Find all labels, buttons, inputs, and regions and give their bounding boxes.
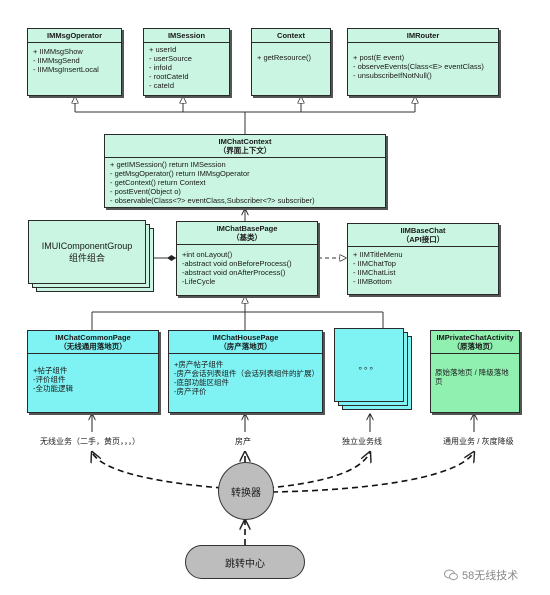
member-line: - getContext() return Context (110, 178, 206, 187)
component-group-box: IMUIComponentGroup 组件组合 (28, 220, 146, 284)
class-name: IMChatContext (218, 137, 272, 146)
member-line: - observeEvents(Class<E> eventClass) (353, 62, 484, 71)
member-line: - infoId (149, 63, 172, 72)
member-line: -全功能逻辑 (33, 384, 73, 393)
member-line: + IIMTitleMenu (353, 250, 403, 259)
member-line: -abstract void onBeforeProcess() (182, 259, 292, 268)
box-title: IMChatBasePage （基类） (177, 222, 317, 245)
member-line: - postEvent(Object o) (110, 187, 181, 196)
wechat-icon (444, 569, 458, 581)
flow-label-house: 房产 (235, 437, 251, 446)
watermark: 58无线技术 (444, 567, 518, 583)
box-title: IMRouter (348, 29, 498, 43)
flow-label-independent: 独立业务线 (342, 437, 382, 446)
ellipsis-text: 。。。 (358, 360, 380, 371)
member-line: -评价组件 (33, 375, 66, 384)
member-line: -abstract void onAfterProcess() (182, 268, 286, 277)
member-line: - unsubscribeIfNotNull() (353, 71, 432, 80)
class-name: IMChatHousePage (212, 333, 279, 342)
class-subtitle: （界面上下文） (218, 146, 272, 155)
member-line: - cateId (149, 81, 175, 90)
box-title: IMMsgOperator (28, 29, 121, 43)
member-line: - IIMMsgSend (33, 56, 80, 65)
class-subtitle: （基类） (232, 233, 262, 242)
box-title: IMChatHousePage （房产落地页） (169, 331, 322, 354)
imchathousepage-box: IMChatHousePage （房产落地页） +房产帖子组件 -房产会话列表组… (168, 330, 323, 413)
member-line: -房产会话列表组件（会话列表组件的扩展） (174, 369, 319, 378)
imsession-box: IMSession + userId - userSource - infoId… (143, 28, 230, 96)
member-line: -底部功能区组件 (174, 378, 229, 387)
box-title: IMChatContext （界面上下文） (105, 135, 385, 158)
member-line: + getResource() (257, 53, 311, 62)
flow-label-general: 通用业务 / 灰度降级 (443, 437, 514, 446)
context-box: Context + getResource() (251, 28, 331, 96)
converter-label: 转换器 (231, 487, 261, 499)
member-line: - IIMChatTop (353, 259, 396, 268)
member-line: - observable(Class<?> eventClass,Subscri… (110, 196, 315, 205)
watermark-text: 58无线技术 (462, 570, 519, 582)
member-line: - IIMMsgInsertLocal (33, 65, 99, 74)
interface-name: IIMBaseChat (400, 226, 446, 235)
member-line: +帖子组件 (33, 366, 68, 375)
member-line: - getMsgOperator() return IMMsgOperator (110, 169, 250, 178)
flow-label-wireless: 无线业务（二手，黄页，，，） (40, 437, 140, 446)
member-line: + getIMSession() return IMSession (110, 160, 226, 169)
class-name: IMPrivateChatActivity (436, 333, 514, 342)
box-title: IMSession (144, 29, 229, 43)
member-line: 原始落地页 / 降级落地页 (435, 368, 509, 386)
converter-node: 转换器 (218, 462, 274, 520)
member-line: - IIMChatList (353, 268, 396, 277)
interface-subtitle: （API接口） (401, 235, 445, 244)
imchatcontext-box: IMChatContext （界面上下文） + getIMSession() r… (104, 134, 386, 208)
box-title: IMChatCommonPage （无线通用落地页） (28, 331, 158, 354)
member-line: + IIMMsgShow (33, 47, 83, 56)
member-line: - rootCateId (149, 72, 189, 81)
imprivatechatactivity-box: IMPrivateChatActivity （原落地页） 原始落地页 / 降级落… (430, 330, 520, 413)
component-group-subtitle: 组件组合 (68, 253, 105, 263)
class-subtitle: （无线通用落地页） (59, 342, 127, 351)
class-subtitle: （原落地页） (452, 342, 498, 351)
immsgoperator-box: IMMsgOperator + IIMMsgShow - IIMMsgSend … (27, 28, 122, 96)
box-title: IIMBaseChat （API接口） (348, 224, 498, 247)
member-line: +int onLayout() (182, 250, 233, 259)
box-title: IMPrivateChatActivity （原落地页） (431, 331, 519, 354)
more-pages-box: 。。。 (334, 328, 404, 402)
class-subtitle: （房产落地页） (219, 342, 272, 351)
jump-center-node: 跳转中心 (185, 545, 305, 579)
class-name: IMChatCommonPage (55, 333, 131, 342)
member-line: -房产评价 (174, 387, 207, 396)
class-name: IMChatBasePage (216, 224, 278, 233)
iimbasechat-box: IIMBaseChat （API接口） + IIMTitleMenu - IIM… (347, 223, 499, 295)
box-title: Context (252, 29, 330, 43)
imrouter-box: IMRouter + post(E event) - observeEvents… (347, 28, 499, 96)
member-line: - userSource (149, 54, 192, 63)
imchatcommonpage-box: IMChatCommonPage （无线通用落地页） +帖子组件 -评价组件 -… (27, 330, 159, 413)
member-line: + post(E event) (353, 53, 405, 62)
member-line: -LifeCycle (182, 277, 216, 286)
member-line: - IIMBottom (353, 277, 392, 286)
member-line: + userId (149, 45, 177, 54)
imchatbasepage-box: IMChatBasePage （基类） +int onLayout() -abs… (176, 221, 318, 296)
jump-center-label: 跳转中心 (225, 558, 265, 570)
component-group-title: IMUIComponentGroup (41, 241, 133, 251)
member-line: +房产帖子组件 (174, 360, 224, 369)
